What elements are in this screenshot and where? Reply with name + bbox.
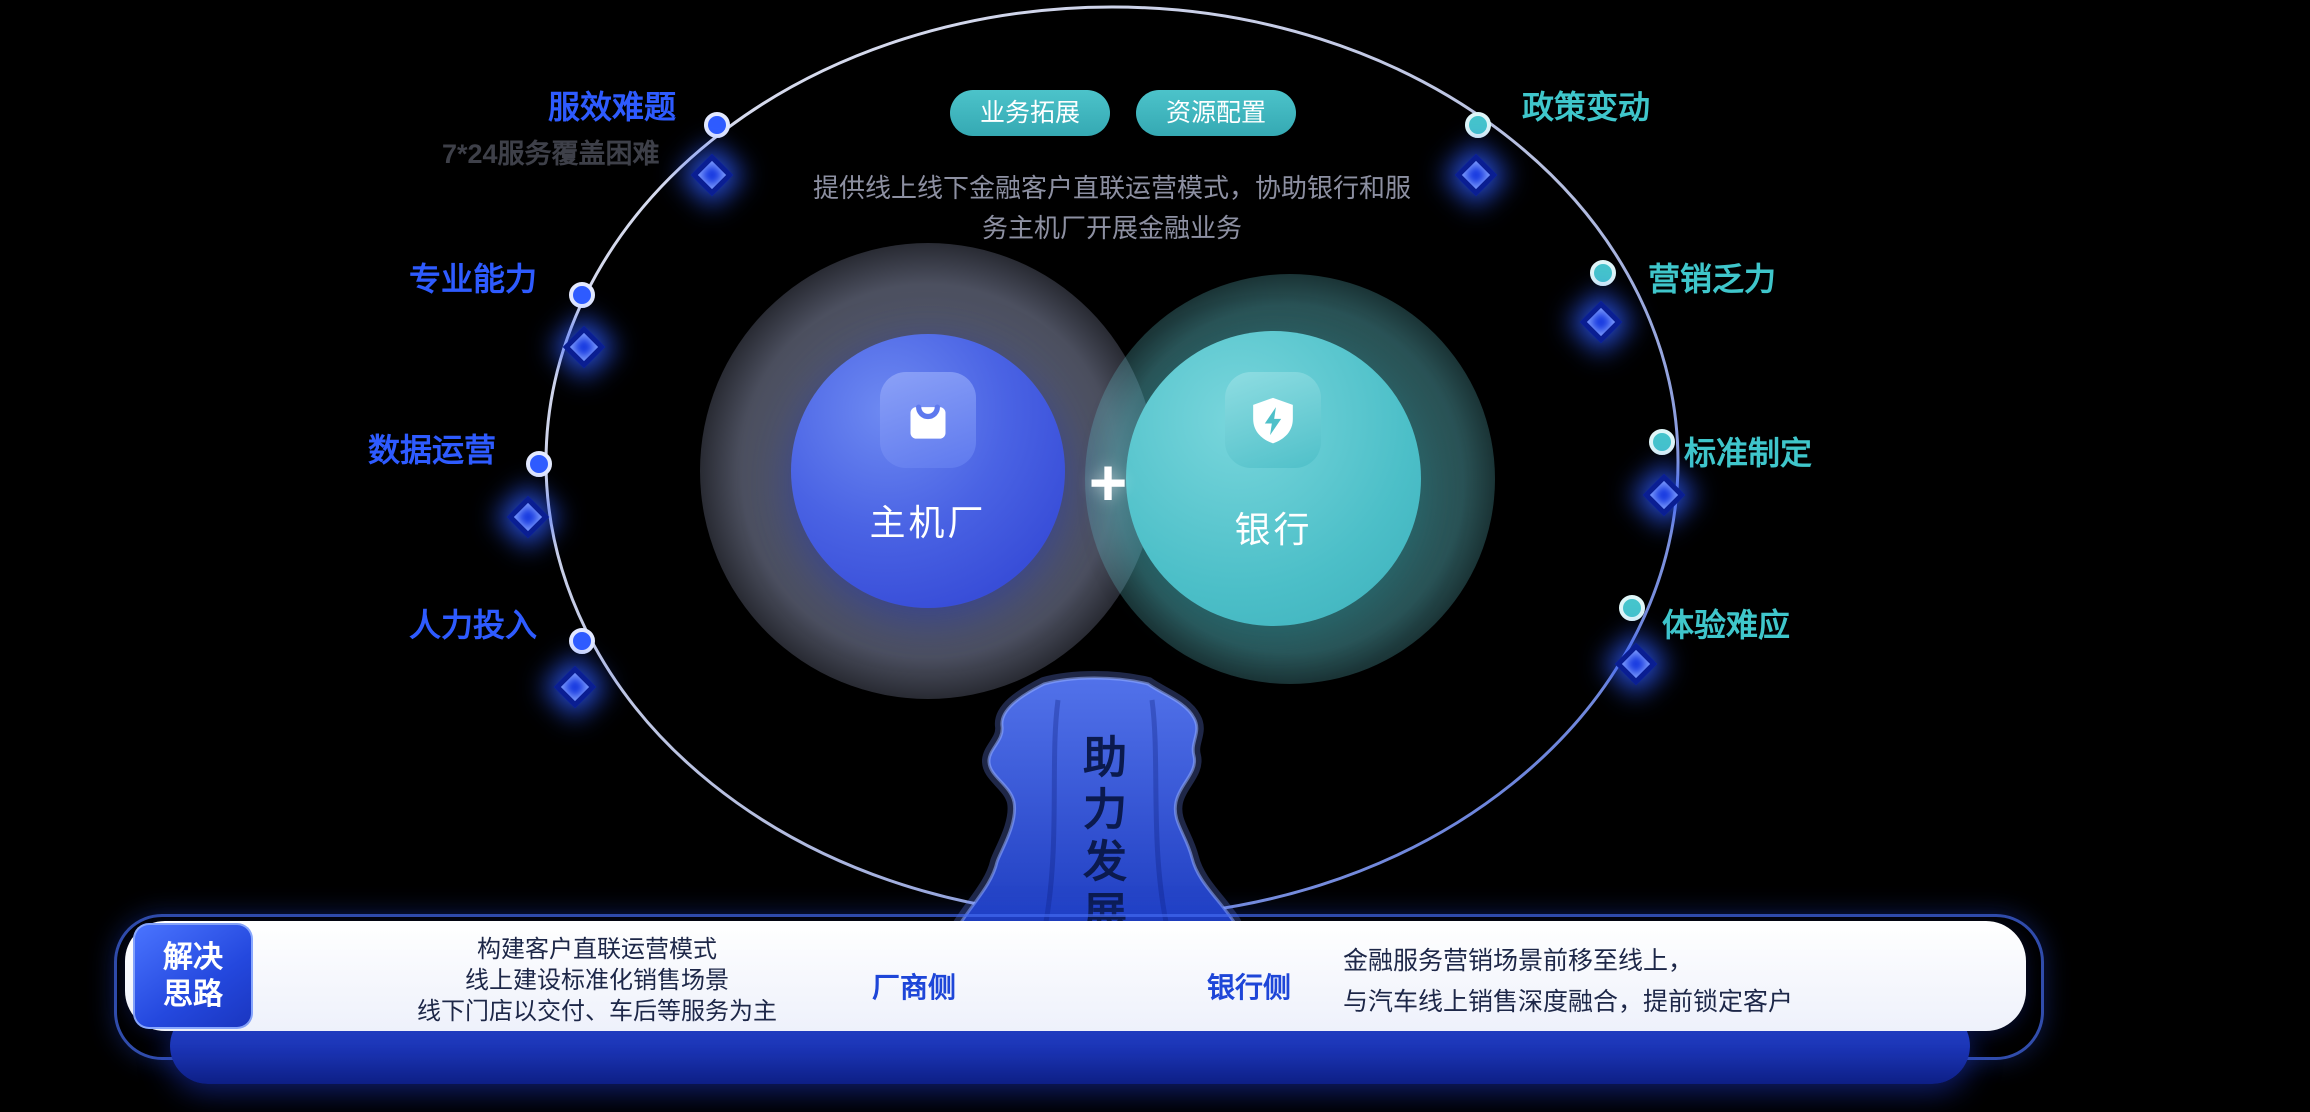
label-service-efficiency: 服效难题 xyxy=(548,89,677,125)
oem-circle: 主机厂 xyxy=(791,334,1065,608)
glow-diamond-icon xyxy=(1642,473,1686,517)
solution-bar xyxy=(125,921,2026,1031)
badge-line-1: 解决 xyxy=(163,941,223,974)
tag-resource-allocation[interactable]: 资源配置 xyxy=(1136,90,1297,136)
plus-sign: + xyxy=(1088,445,1128,519)
manufacturer-solution-line-3: 线下门店以交付、车后等服务为主 xyxy=(417,998,777,1025)
shield-bolt-icon xyxy=(1225,372,1321,468)
intro-description: 提供线上线下金融客户直联运营模式，协助银行和服 务主机厂开展金融业务 xyxy=(612,168,1612,248)
ring-node-dot xyxy=(1649,429,1675,455)
label-standard-setting: 标准制定 xyxy=(1684,435,1813,471)
shopping-bag-icon xyxy=(880,372,976,468)
trunk-caption: 助力发展 xyxy=(1076,734,1125,942)
glow-diamond-icon xyxy=(506,495,550,539)
oem-label: 主机厂 xyxy=(869,502,987,543)
label-data-operation: 数据运营 xyxy=(368,432,497,468)
label-weak-marketing: 营销乏力 xyxy=(1648,261,1777,297)
manufacturer-solution-text: 构建客户直联运营模式 线上建设标准化销售场景 线下门店以交付、车后等服务为主 xyxy=(357,934,837,1027)
manufacturer-side-label: 厂商侧 xyxy=(872,972,957,1003)
bank-circle: 银行 xyxy=(1126,331,1421,626)
ring-node-dot xyxy=(704,112,730,138)
bank-label: 银行 xyxy=(1234,509,1313,550)
label-service-efficiency-sub: 7*24服务覆盖困难 xyxy=(442,139,660,169)
tag-business-expansion[interactable]: 业务拓展 xyxy=(950,90,1111,136)
badge-line-2: 思路 xyxy=(163,978,223,1011)
manufacturer-solution-line-1: 构建客户直联运营模式 xyxy=(477,936,717,963)
glow-diamond-icon xyxy=(562,325,606,369)
glow-diamond-icon xyxy=(553,665,597,709)
ring-node-dot xyxy=(526,451,552,477)
ring-node-dot xyxy=(569,282,595,308)
glow-diamond-icon xyxy=(1579,300,1623,344)
ring-node-dot xyxy=(1590,260,1616,286)
label-policy-change: 政策变动 xyxy=(1522,89,1651,125)
intro-line-2: 务主机厂开展金融业务 xyxy=(981,213,1242,243)
bank-solution-text: 金融服务营销场景前移至线上， 与汽车线上销售深度融合，提前锁定客户 xyxy=(1343,941,1793,1023)
label-experience-gap: 体验难应 xyxy=(1662,607,1791,643)
solution-badge: 解决 思路 xyxy=(133,923,253,1029)
ring-node-dot xyxy=(1465,112,1491,138)
intro-line-1: 提供线上线下金融客户直联运营模式，协助银行和服 xyxy=(812,173,1411,203)
glow-diamond-icon xyxy=(1614,642,1658,686)
bank-solution-line-2: 与汽车线上销售深度融合，提前锁定客户 xyxy=(1343,988,1794,1016)
tag-pills: 业务拓展 资源配置 xyxy=(950,90,1297,136)
ring-node-dot xyxy=(1619,595,1645,621)
bank-solution-line-1: 金融服务营销场景前移至线上， xyxy=(1343,947,1694,975)
bank-side-label: 银行侧 xyxy=(1207,972,1292,1003)
manufacturer-solution-line-2: 线上建设标准化销售场景 xyxy=(465,967,729,994)
ring-node-dot xyxy=(569,628,595,654)
label-professional-ability: 专业能力 xyxy=(409,261,538,297)
label-manpower-investment: 人力投入 xyxy=(409,607,538,643)
